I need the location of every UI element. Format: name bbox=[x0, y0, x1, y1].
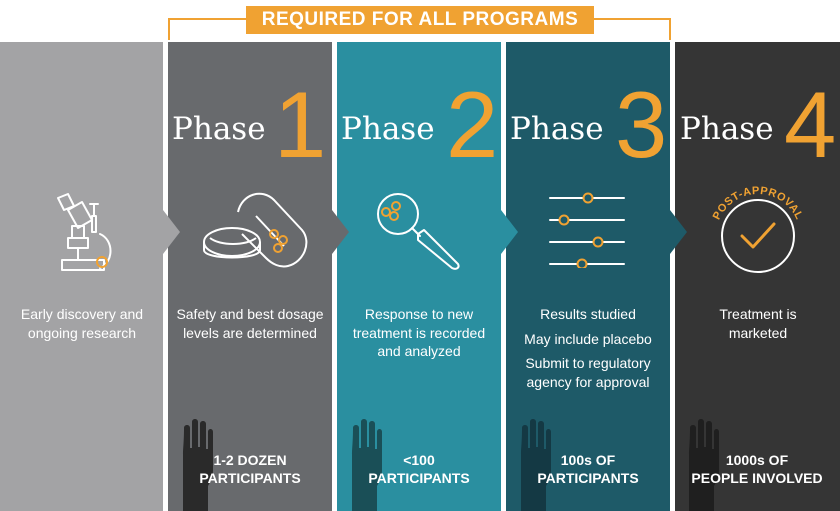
raised-hand-icon bbox=[689, 419, 719, 511]
arrow-to-phase-4 bbox=[670, 210, 687, 254]
phase-4-number: 4 bbox=[784, 72, 837, 177]
phase-3-participants: 100s OF PARTICIPANTS bbox=[512, 451, 664, 487]
arrow-to-phase-1 bbox=[163, 210, 180, 254]
pills-icon bbox=[203, 192, 308, 268]
phase-2-number: 2 bbox=[446, 72, 499, 177]
arrow-to-phase-2 bbox=[332, 210, 349, 254]
phase-1-number: 1 bbox=[274, 72, 327, 177]
phase-1-description-line: Safety and best dosage levels are determ… bbox=[176, 306, 324, 341]
phase-2-participants: <100 PARTICIPANTS bbox=[343, 451, 495, 487]
phase-2-description: Response to new treatment is recorded an… bbox=[350, 305, 488, 367]
sliders-icon bbox=[549, 192, 625, 268]
phase-3-description-line-3: Submit to regulatory agency for approval bbox=[525, 355, 651, 390]
phase-3-participants-line-2: PARTICIPANTS bbox=[537, 470, 639, 486]
phase-1-participants: 1-2 DOZEN PARTICIPANTS bbox=[174, 451, 326, 487]
phase-1-participants-line-1: 1-2 DOZEN bbox=[213, 452, 287, 468]
phase-2-participants-line-2: PARTICIPANTS bbox=[368, 470, 470, 486]
pre-phase-description: Early discovery and ongoing research bbox=[8, 305, 156, 348]
phase-4-participants: 1000s OF PEOPLE INVOLVED bbox=[676, 451, 838, 487]
raised-hand-icon bbox=[521, 419, 551, 511]
phase-2-word: Phase bbox=[341, 111, 435, 147]
phase-3-description-line-2: May include placebo bbox=[524, 330, 652, 347]
phase-2-description-line: Response to new treatment is recorded an… bbox=[352, 306, 486, 359]
arrow-to-phase-3 bbox=[501, 210, 518, 254]
phase-3-number: 3 bbox=[615, 72, 668, 177]
phase-4-description-line: Treatment is marketed bbox=[719, 306, 797, 341]
checkmark-circle-icon: POST-APPROVAL bbox=[711, 185, 805, 273]
phase-3-participants-line-1: 100s OF bbox=[560, 452, 616, 468]
pre-phase-description-text: Early discovery and ongoing research bbox=[20, 306, 144, 341]
phase-1-description: Safety and best dosage levels are determ… bbox=[176, 305, 324, 348]
phase-4-participants-line-1: 1000s OF bbox=[725, 452, 789, 468]
svg-text:POST-APPROVAL: POST-APPROVAL bbox=[711, 185, 805, 222]
post-approval-badge: POST-APPROVAL bbox=[711, 185, 805, 222]
phase-3-word: Phase bbox=[510, 111, 604, 147]
phase-1-participants-line-2: PARTICIPANTS bbox=[199, 470, 301, 486]
raised-hand-icon bbox=[352, 419, 382, 511]
microscope-icon bbox=[57, 193, 112, 271]
phase-2-participants-line-1: <100 bbox=[403, 452, 435, 468]
phase-3-description-line-1: Results studied bbox=[540, 306, 636, 322]
required-banner: REQUIRED FOR ALL PROGRAMS bbox=[246, 6, 594, 34]
phase-4-word: Phase bbox=[680, 111, 774, 147]
phase-3-description: Results studied May include placebo Subm… bbox=[511, 305, 665, 397]
pre-phase-column bbox=[0, 42, 163, 511]
raised-hand-icon bbox=[183, 419, 213, 511]
phase-4-description: Treatment is marketed bbox=[700, 305, 816, 348]
phase-1-word: Phase bbox=[172, 111, 266, 147]
magnifier-icon bbox=[377, 193, 460, 270]
phase-4-participants-line-2: PEOPLE INVOLVED bbox=[691, 470, 823, 486]
